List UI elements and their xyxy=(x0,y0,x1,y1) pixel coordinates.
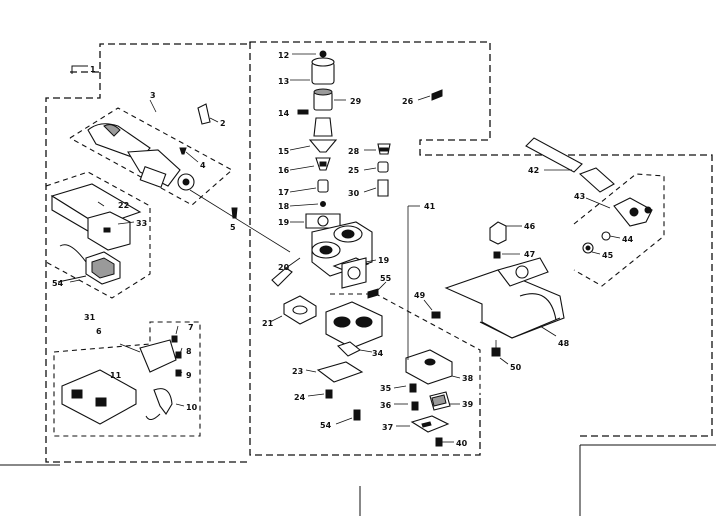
callout-34: 34 xyxy=(372,349,384,358)
valve-base-group xyxy=(269,293,481,425)
callout-49: 49 xyxy=(414,291,426,300)
valve-side-parts xyxy=(363,89,443,197)
callout-23: 23 xyxy=(292,367,303,376)
callout-20: 20 xyxy=(278,263,290,272)
callout-17: 17 xyxy=(278,188,289,197)
callout-45: 45 xyxy=(602,251,614,260)
callout-3: 3 xyxy=(150,91,156,100)
callout-13: 13 xyxy=(278,77,289,86)
callout-55: 55 xyxy=(380,274,392,283)
callout-22: 22 xyxy=(118,201,129,210)
callout-labels: 12 13 14 15 16 17 18 19 29 26 28 25 30 4… xyxy=(52,51,634,448)
callout-14: 14 xyxy=(278,109,290,118)
callout-43: 43 xyxy=(574,192,585,201)
valve-stack xyxy=(289,50,346,229)
callout-4: 4 xyxy=(200,161,206,170)
callout-11: 11 xyxy=(110,371,122,380)
callout-36: 36 xyxy=(380,401,392,410)
callout-38: 38 xyxy=(462,374,474,383)
callout-29: 29 xyxy=(350,97,362,106)
callout-30: 30 xyxy=(348,189,360,198)
callout-42: 42 xyxy=(528,166,539,175)
callout-47: 47 xyxy=(524,250,535,259)
callout-19b: 19 xyxy=(378,256,390,265)
callout-15: 15 xyxy=(278,147,290,156)
callout-46: 46 xyxy=(524,222,536,231)
callout-37: 37 xyxy=(382,423,393,432)
callout-26: 26 xyxy=(402,97,414,106)
callout-48: 48 xyxy=(558,339,570,348)
right-bracket-group xyxy=(407,137,665,365)
lower-bracket-group xyxy=(53,321,201,437)
igniter-bracket-group xyxy=(45,171,151,299)
callout-8: 8 xyxy=(186,347,192,356)
part-4-screw xyxy=(179,147,199,163)
callout-24: 24 xyxy=(294,393,306,402)
callout-7: 7 xyxy=(188,323,194,332)
callout-25: 25 xyxy=(348,166,360,175)
callout-5: 5 xyxy=(230,223,236,232)
valve-body xyxy=(271,221,387,299)
pilot-assembly-group xyxy=(69,99,291,253)
callout-2: 2 xyxy=(220,119,226,128)
callout-31: 31 xyxy=(84,313,96,322)
callout-40: 40 xyxy=(456,439,468,448)
callout-39: 39 xyxy=(462,400,474,409)
callout-41: 41 xyxy=(424,202,436,211)
callout-1: 1 xyxy=(90,65,96,74)
callout-44: 44 xyxy=(622,235,634,244)
callout-35: 35 xyxy=(380,384,392,393)
callout-18: 18 xyxy=(278,202,290,211)
callout-16: 16 xyxy=(278,166,290,175)
callout-54b: 54 xyxy=(52,279,64,288)
callout-28: 28 xyxy=(348,147,360,156)
assembly-boundary-lines xyxy=(0,41,716,516)
callout-21: 21 xyxy=(262,319,274,328)
part-2-pin xyxy=(197,103,219,125)
callout-19: 19 xyxy=(278,218,290,227)
callout-50: 50 xyxy=(510,363,522,372)
part-5-screw xyxy=(231,207,238,219)
callout-10: 10 xyxy=(186,403,198,412)
regulator-cluster xyxy=(393,349,461,447)
callout-6: 6 xyxy=(96,327,102,336)
callout-33: 33 xyxy=(136,219,147,228)
callout-54: 54 xyxy=(320,421,332,430)
callout-9: 9 xyxy=(186,371,192,380)
callout-12: 12 xyxy=(278,51,289,60)
